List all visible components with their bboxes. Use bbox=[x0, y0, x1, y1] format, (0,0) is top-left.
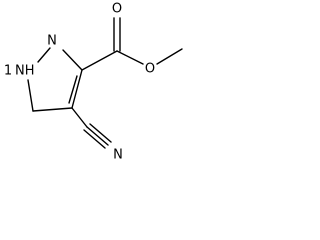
bond-c3-c4 bbox=[71, 69, 83, 109]
bond-c5-n1 bbox=[27, 79, 34, 112]
bond-nitrile-triple-c bbox=[83, 129, 106, 149]
bond-c4-nitrile-c bbox=[71, 107, 88, 128]
atom-label-nh-prefix: 1 bbox=[4, 64, 12, 79]
atom-label-nitrile-nitrogen: N bbox=[113, 148, 123, 163]
bond-carbonyl-ester-o bbox=[116, 50, 144, 65]
chemical-structure-diagram: N 1 NH O O N bbox=[4, 2, 183, 163]
atom-label-carbonyl-oxygen: O bbox=[112, 2, 122, 17]
bond-n1-n2 bbox=[37, 47, 51, 63]
bond-n2-c3 bbox=[62, 49, 83, 71]
bond-c3-carbonyl bbox=[81, 50, 118, 71]
bond-c4-c5 bbox=[32, 107, 73, 112]
bond-nitrile-triple-a bbox=[86, 126, 109, 146]
bond-ester-o-methyl bbox=[156, 48, 183, 65]
atom-label-ester-oxygen: O bbox=[145, 62, 155, 77]
bond-c3-c4-inner bbox=[68, 75, 78, 104]
bond-nitrile-triple-b bbox=[89, 123, 112, 143]
atom-label-nh: NH bbox=[15, 64, 35, 79]
atom-label-ring-nitrogen: N bbox=[47, 34, 57, 49]
